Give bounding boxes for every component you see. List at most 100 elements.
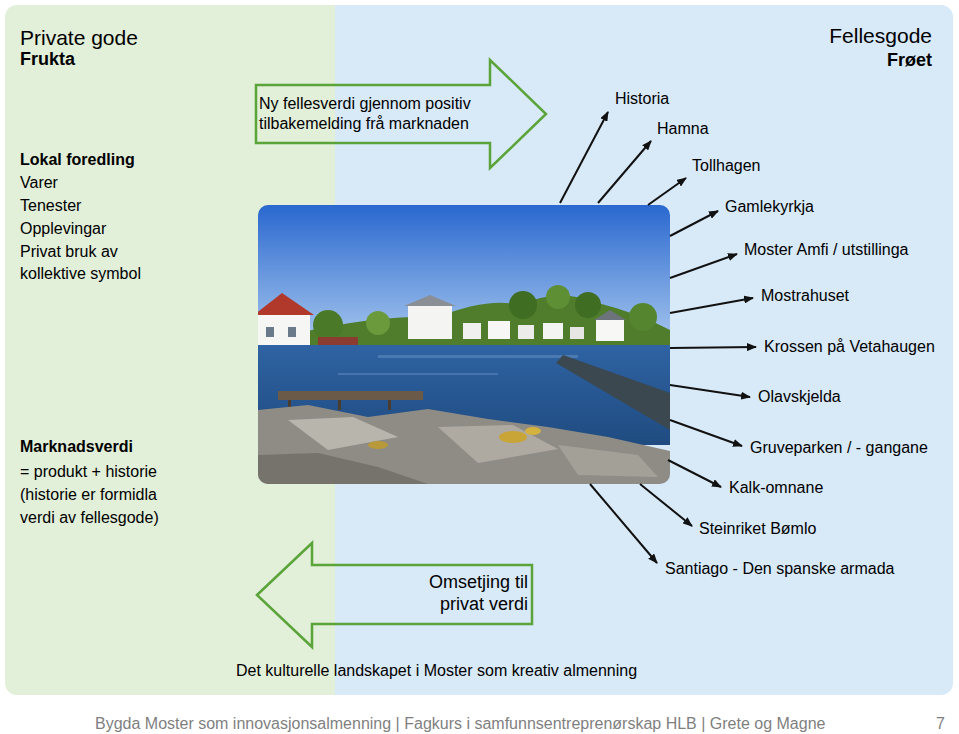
tree: [546, 285, 570, 309]
footer-text: Bygda Moster som innovasjonsalmenning | …: [95, 714, 825, 733]
arrow-polygon: [257, 543, 532, 647]
leader-line: [668, 460, 721, 487]
list-item: Opplevingar: [20, 219, 106, 238]
landmark-label: Santiago - Den spanske armada: [665, 559, 894, 578]
panel-subheading-box: Frukta: [20, 48, 75, 70]
house: [543, 323, 563, 339]
arrow-text: Omsetjing til privat verdi: [408, 571, 528, 615]
rocks: [258, 405, 670, 484]
window: [288, 327, 296, 337]
landmark-label-box: Santiago - Den spanske armada: [665, 559, 894, 578]
house: [408, 305, 452, 339]
list-item-box: Varer: [20, 173, 58, 192]
leader-line: [670, 385, 750, 397]
tree: [575, 292, 601, 318]
house: [596, 319, 624, 341]
arrow-text: Ny fellesverdi gjennom positiv tilbakeme…: [259, 94, 484, 134]
panel-subheading: Frøet: [887, 49, 932, 71]
panel-heading-box: Fellesgode: [829, 23, 932, 48]
house: [463, 323, 481, 339]
leader-group: [560, 112, 756, 563]
panel-heading-box: Private gode: [20, 25, 138, 50]
leader-line: [648, 178, 686, 205]
section-heading: Lokal foredling: [20, 150, 135, 169]
photo-content: [258, 205, 670, 484]
arrow-text-box: Ny fellesverdi gjennom positiv tilbakeme…: [259, 94, 484, 134]
footer-text-box: Bygda Moster som innovasjonsalmenning | …: [95, 714, 825, 733]
landmark-label: Hamna: [657, 119, 709, 138]
landmark-label-box: Historia: [615, 89, 669, 108]
caption: Det kulturelle landskapet i Moster som k…: [236, 661, 637, 680]
landmark-label: Tollhagen: [692, 156, 761, 175]
arrow-outline: [255, 58, 549, 171]
landmark-label: Kalk-omnane: [729, 478, 823, 497]
landmark-label-box: Krossen på Vetahaugen: [764, 337, 935, 356]
window: [266, 327, 274, 337]
landmark-label-box: Kalk-omnane: [729, 478, 823, 497]
rock-highlight: [558, 445, 658, 477]
list-item: Privat bruk av kollektive symbol: [20, 241, 170, 285]
list-item-box: Opplevingar: [20, 219, 106, 238]
landmark-label: Moster Amfi / utstillinga: [744, 240, 909, 259]
rock-highlight: [438, 425, 558, 463]
landmark-label-box: Steinriket Bømlo: [699, 519, 816, 538]
caption-box: Det kulturelle landskapet i Moster som k…: [236, 661, 637, 680]
landmark-label-box: Mostrahuset: [761, 286, 849, 305]
reflection: [378, 355, 578, 358]
tree: [313, 310, 343, 340]
landmark-label-box: Olavskjelda: [758, 387, 841, 406]
landmark-label-box: Gruveparken / - gangane: [750, 438, 928, 457]
reflection: [338, 373, 498, 375]
panel-subheading: Frukta: [20, 48, 75, 70]
section-heading-box: Lokal foredling: [20, 150, 135, 169]
leader-line: [670, 254, 737, 278]
house: [570, 327, 584, 339]
section-heading: Marknadsverdi: [20, 437, 133, 456]
leader-line: [590, 484, 657, 563]
pier-post: [388, 400, 391, 410]
page-number: 7: [936, 714, 945, 733]
landmark-label: Gruveparken / - gangane: [750, 438, 928, 457]
leader-line: [560, 112, 608, 203]
landmark-label-box: Hamna: [657, 119, 709, 138]
panel-subheading-box: Frøet: [887, 49, 932, 71]
landmark-label: Mostrahuset: [761, 286, 849, 305]
leader-line: [670, 298, 753, 313]
landmark-label: Gamlekyrkja: [725, 197, 814, 216]
page-number-box: 7: [936, 714, 945, 733]
rock-highlight: [288, 417, 398, 450]
landmark-label-box: Moster Amfi / utstillinga: [744, 240, 909, 259]
pier-post: [338, 400, 341, 410]
list-item-box: Privat bruk av kollektive symbol: [20, 241, 170, 285]
leader-line: [640, 484, 692, 526]
lichen: [525, 427, 541, 435]
roof: [594, 310, 626, 320]
arrow-polygon: [256, 60, 546, 168]
list-item: Varer: [20, 173, 58, 192]
list-item-box: Tenester: [20, 196, 81, 215]
list-item: Tenester: [20, 196, 81, 215]
panel-heading: Private gode: [20, 25, 138, 50]
lichen: [368, 441, 388, 449]
sky: [258, 205, 670, 345]
tree: [509, 291, 537, 319]
arrow-left-shape: Omsetjing til privat verdi: [255, 541, 535, 650]
leader-line: [598, 141, 651, 203]
landmark-label: Historia: [615, 89, 669, 108]
house: [518, 325, 534, 339]
breakwater: [556, 355, 670, 430]
landmark-label: Steinriket Bømlo: [699, 519, 816, 538]
panel-heading: Fellesgode: [829, 23, 932, 48]
arrow-right-shape: Ny fellesverdi gjennom positiv tilbakeme…: [255, 58, 549, 171]
roof: [258, 293, 314, 315]
tree: [366, 311, 390, 335]
section-heading-box: Marknadsverdi: [20, 437, 133, 456]
landmark-label: Olavskjelda: [758, 387, 841, 406]
arrow-text-box: Omsetjing til privat verdi: [408, 571, 528, 615]
leader-line: [670, 347, 756, 348]
rock-shadow: [258, 453, 428, 484]
pier: [278, 391, 423, 400]
formula-text-box: = produkt + historie (historie er formid…: [20, 460, 180, 529]
landscape-photo: [258, 205, 670, 484]
leader-line: [670, 420, 742, 446]
